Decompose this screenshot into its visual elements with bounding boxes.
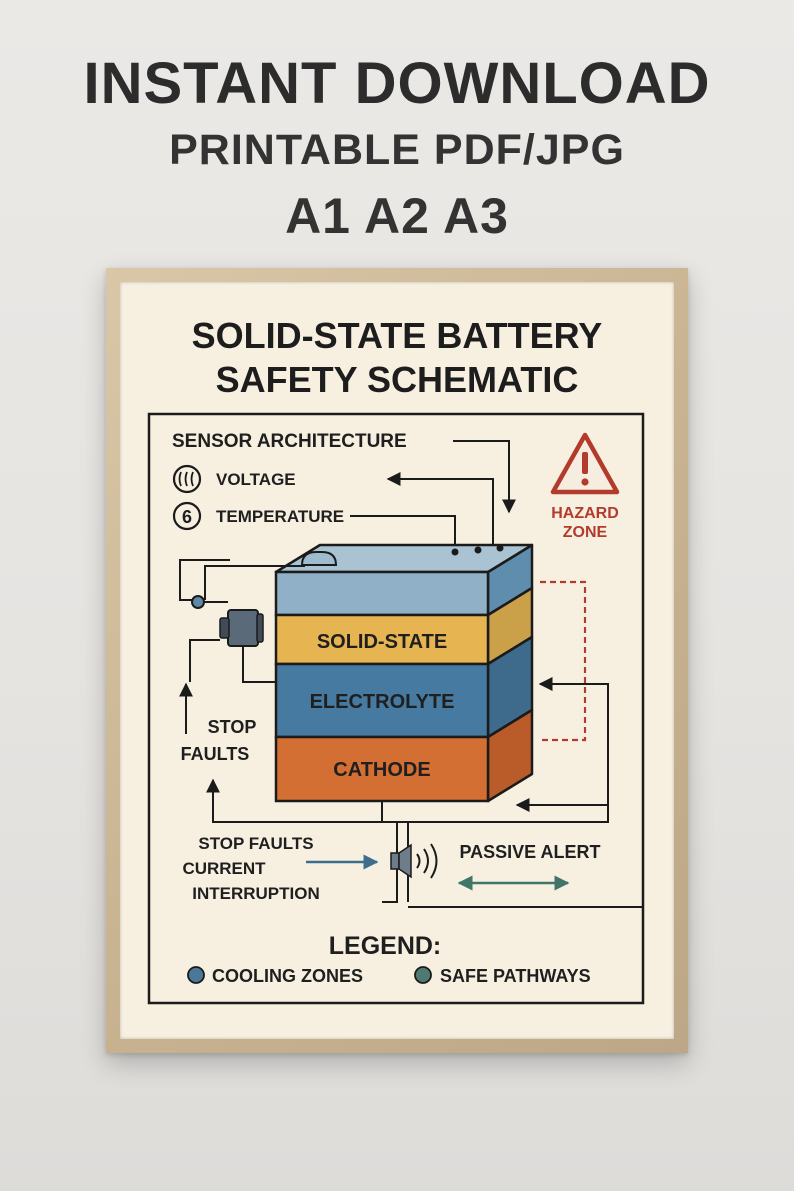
alert-loop-upper-arrow: [408, 677, 609, 823]
battery-cell: [274, 543, 534, 803]
svg-text:6: 6: [182, 507, 192, 527]
temperature-icon: 6: [172, 501, 202, 531]
headline-paper-sizes: A1 A2 A3: [285, 188, 509, 244]
hazard-zone-label-line2: ZONE: [563, 524, 608, 541]
poster-paper: SOLID-STATE BATTERY SAFETY SCHEMATIC SEN…: [120, 282, 674, 1039]
current-label: CURRENT: [182, 859, 266, 878]
temperature-label: TEMPERATURE: [216, 507, 344, 526]
interruption-label: INTERRUPTION: [192, 884, 320, 903]
voltage-icon: [172, 464, 202, 494]
sensor-node-icon: [191, 595, 205, 609]
sense-wire-outer: [179, 559, 230, 601]
legend-title: LEGEND:: [329, 932, 442, 960]
circuit-breaker-icon: [219, 609, 264, 647]
legend-safe-pathways-label: SAFE PATHWAYS: [440, 966, 591, 986]
fault-feedback-arrow: [206, 778, 383, 823]
schematic-border: [147, 412, 645, 1005]
hazard-zone-boundary: [540, 580, 587, 742]
temperature-signal-line: [350, 515, 456, 550]
legend-cooling-zones-label: COOLING ZONES: [212, 966, 363, 986]
passive-alert-label: PASSIVE ALERT: [459, 842, 600, 862]
breaker-return-wire: [189, 639, 220, 682]
solid-state-label: SOLID-STATE: [317, 631, 447, 653]
sensor-feed-arrow: [453, 440, 516, 514]
legend-cooling-zones-swatch: [187, 966, 205, 984]
battery-safety-schematic: SOLID-STATE BATTERY SAFETY SCHEMATIC SEN…: [147, 315, 645, 1005]
voltage-label: VOLTAGE: [216, 470, 296, 489]
stop-faults-left-label-line2: FAULTS: [181, 744, 250, 764]
speaker-alert-icon: [390, 843, 438, 879]
poster-title-line1: SOLID-STATE BATTERY: [192, 315, 603, 356]
sense-wire-inner: [204, 565, 305, 600]
voltage-signal-arrow: [386, 472, 494, 544]
headline-instant-download: INSTANT DOWNLOAD: [83, 51, 711, 116]
hazard-zone-label-line1: HAZARD: [551, 505, 619, 522]
stop-faults-left-label-line1: STOP: [208, 717, 257, 737]
electrolyte-layer: [274, 662, 490, 739]
headline-printable-format: PRINTABLE PDF/JPG: [169, 126, 625, 174]
poster-title-line2: SAFETY SCHEMATIC: [216, 359, 579, 400]
breaker-to-cell-wire: [242, 646, 276, 683]
cathode-label: CATHODE: [333, 759, 430, 781]
legend-safe-pathways-swatch: [414, 966, 432, 984]
stop-faults-bottom-label: STOP FAULTS: [198, 834, 313, 853]
electrolyte-label: ELECTROLYTE: [310, 691, 455, 713]
cathode-layer: [274, 735, 490, 803]
poster-frame: SOLID-STATE BATTERY SAFETY SCHEMATIC SEN…: [106, 268, 688, 1053]
hazard-warning-icon: [550, 432, 620, 495]
sensor-architecture-label: SENSOR ARCHITECTURE: [172, 431, 407, 452]
